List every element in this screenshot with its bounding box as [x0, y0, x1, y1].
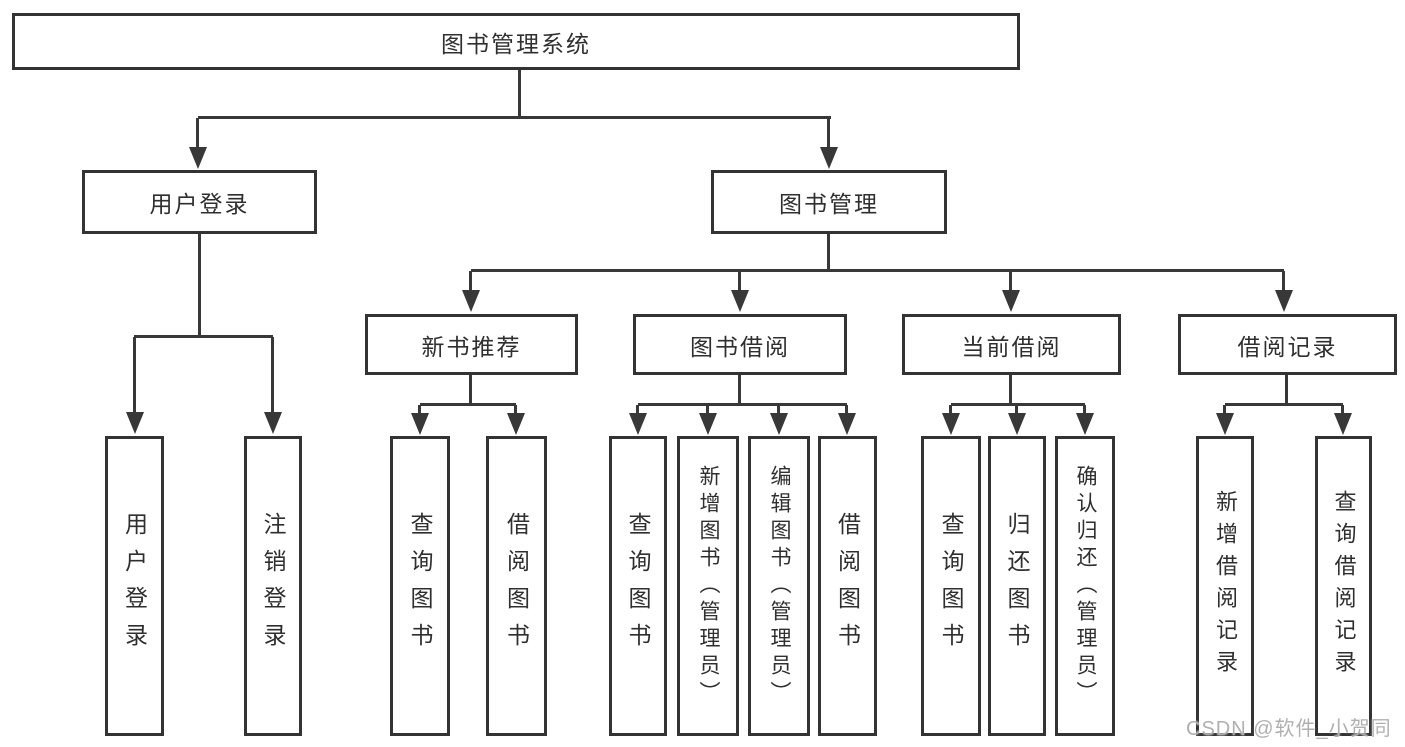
arrow-down-icon: [1275, 290, 1293, 312]
connector-line: [1009, 271, 1012, 292]
node-leaf-logout: 注销登录: [244, 436, 302, 736]
connector-line: [636, 405, 639, 415]
arrow-down-icon: [731, 290, 749, 312]
connector-line: [1015, 405, 1018, 415]
node-label: 图书管理: [779, 191, 879, 217]
arrow-down-icon: [1008, 413, 1026, 435]
arrow-down-icon: [820, 147, 838, 169]
connector-line: [738, 375, 741, 405]
arrow-down-icon: [411, 413, 429, 435]
arrow-down-icon: [770, 413, 788, 435]
arrow-down-icon: [1002, 290, 1020, 312]
node-label: 用户登录: [149, 191, 250, 217]
connector-line: [1223, 405, 1226, 415]
node-label: 新增借阅记录: [1213, 490, 1238, 682]
connector-line: [1083, 405, 1086, 415]
connector-line: [514, 405, 517, 415]
connector-line: [777, 405, 780, 415]
node-current-borrow: 当前借阅: [902, 314, 1121, 375]
connector-line: [271, 337, 274, 413]
connector-line: [845, 405, 848, 415]
connector-line: [134, 335, 273, 338]
connector-line: [420, 403, 516, 406]
arrow-down-icon: [507, 413, 525, 435]
node-leaf-query-book-current: 查询图书: [921, 436, 981, 736]
node-leaf-query-record: 查询借阅记录: [1315, 436, 1372, 736]
node-label: 借阅图书: [834, 512, 861, 660]
connector-line: [198, 234, 201, 337]
node-leaf-add-book: 新增图书（管理员）: [677, 436, 739, 736]
node-leaf-user-login: 用户登录: [105, 436, 164, 736]
arrow-down-icon: [126, 412, 144, 434]
node-new-book-rec: 新书推荐: [365, 314, 578, 375]
node-user-login: 用户登录: [82, 170, 317, 234]
arrow-down-icon: [462, 290, 480, 312]
node-leaf-borrow-book: 借阅图书: [818, 436, 877, 736]
connector-line: [949, 405, 952, 415]
connector-line: [827, 234, 830, 271]
connector-line: [133, 337, 136, 413]
arrow-down-icon: [838, 413, 856, 435]
connector-line: [196, 118, 199, 150]
node-leaf-query-book-rec: 查询图书: [390, 436, 450, 736]
arrow-down-icon: [264, 412, 282, 434]
node-label: 新书推荐: [421, 333, 522, 360]
connector-line: [1285, 375, 1288, 405]
arrow-down-icon: [942, 413, 960, 435]
node-label: 借阅图书: [503, 512, 530, 660]
connector-line: [469, 271, 472, 292]
node-root: 图书管理系统: [12, 13, 1020, 70]
connector-line: [951, 403, 1085, 406]
node-leaf-query-book-borrow: 查询图书: [609, 436, 667, 736]
node-label: 归还图书: [1004, 512, 1030, 660]
node-label: 确认归还（管理员）: [1074, 464, 1097, 708]
connector-line: [1225, 403, 1343, 406]
node-label: 查询图书: [407, 512, 433, 660]
connector-line: [198, 116, 831, 119]
node-book-borrow: 图书借阅: [633, 314, 847, 375]
node-borrow-records: 借阅记录: [1178, 314, 1397, 375]
connector-line: [1009, 375, 1012, 405]
connector-line: [471, 269, 1284, 272]
connector-line: [827, 118, 830, 150]
csdn-watermark: CSDN @软件_小贺同学: [1186, 718, 1392, 740]
node-label: 编辑图书（管理员）: [768, 464, 791, 708]
connector-line: [469, 375, 472, 405]
node-leaf-return-book: 归还图书: [988, 436, 1046, 736]
node-label: 用户登录: [121, 512, 148, 660]
connector-line: [518, 70, 521, 118]
connector-line: [638, 403, 847, 406]
node-book-mgmt: 图书管理: [711, 170, 947, 234]
node-leaf-borrow-book-rec: 借阅图书: [486, 436, 547, 736]
arrow-down-icon: [1334, 413, 1352, 435]
arrow-down-icon: [629, 413, 647, 435]
node-label: 当前借阅: [961, 333, 1062, 360]
node-label: 注销登录: [260, 512, 286, 660]
node-leaf-confirm-return: 确认归还（管理员）: [1055, 436, 1115, 736]
node-label: 图书借阅: [690, 333, 790, 360]
node-label: 新增图书（管理员）: [697, 464, 720, 708]
node-leaf-edit-book: 编辑图书（管理员）: [748, 436, 810, 736]
node-label: 图书管理系统: [441, 30, 591, 57]
connector-line: [1282, 271, 1285, 292]
node-label: 查询图书: [938, 512, 964, 660]
arrow-down-icon: [699, 413, 717, 435]
node-label: 查询借阅记录: [1331, 490, 1357, 682]
arrow-down-icon: [1076, 413, 1094, 435]
connector-line: [706, 405, 709, 415]
arrow-down-icon: [189, 147, 207, 169]
node-leaf-add-record: 新增借阅记录: [1196, 436, 1254, 736]
node-label: 查询图书: [625, 512, 651, 660]
connector-line: [418, 405, 421, 415]
arrow-down-icon: [1216, 413, 1234, 435]
connector-line: [738, 271, 741, 292]
node-label: 借阅记录: [1237, 333, 1338, 360]
connector-line: [1341, 405, 1344, 415]
